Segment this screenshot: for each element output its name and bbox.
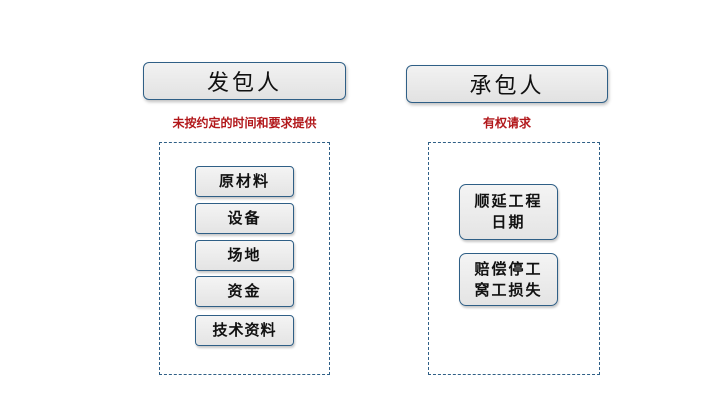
item-extend-schedule: 顺延工程 日期 [459,184,558,240]
contractor-items-container [428,142,600,375]
contractor-title-box: 承包人 [406,65,608,103]
item-raw-materials: 原材料 [195,166,294,197]
employer-subtitle: 未按约定的时间和要求提供 [172,116,317,130]
employer-title: 发包人 [206,71,282,96]
employer-items-container [159,142,330,375]
employer-title-box: 发包人 [143,62,346,100]
item-technical-data: 技术资料 [195,315,294,346]
contractor-title: 承包人 [469,74,545,99]
item-compensation: 赔偿停工 窝工损失 [459,253,558,306]
contractor-subtitle: 有权请求 [482,116,531,130]
item-funds: 资金 [195,276,294,307]
item-equipment: 设备 [195,203,294,234]
item-site: 场地 [195,240,294,271]
